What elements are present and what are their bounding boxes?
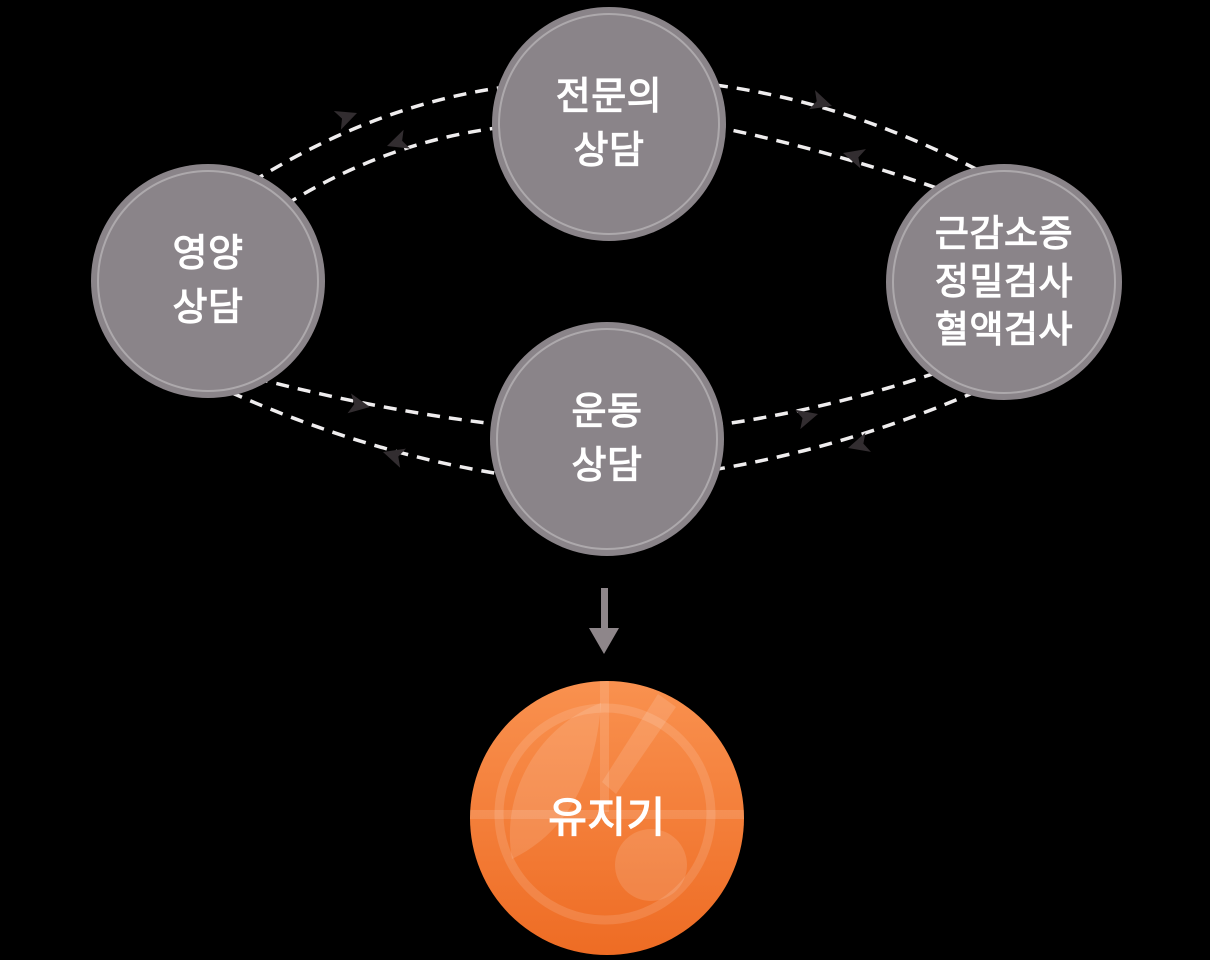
edge-nutrition-to-specialist: [251, 85, 506, 184]
edge-exercise-to-tests: [709, 366, 951, 428]
edge-specialist-to-tests: [714, 83, 979, 172]
edge-nutrition-to-exercise: [254, 376, 513, 428]
edge-tests-to-exercise: [711, 390, 976, 472]
arrowhead-icon: [347, 393, 370, 414]
node-label-line: 영양: [172, 233, 244, 275]
down-arrow-icon: [589, 588, 619, 654]
node-label-line: 전문의: [555, 76, 663, 118]
watermark-leaf: [509, 703, 601, 859]
watermark-diagonal-stroke: [602, 694, 676, 794]
watermark-vertical-line: [600, 681, 609, 812]
arrowhead-icon: [843, 149, 866, 169]
node-exercise-consultation: 운동 상담: [490, 322, 724, 556]
node-label: 운동 상담: [572, 385, 643, 493]
node-label: 유지기: [548, 791, 665, 845]
arrowhead-icon: [383, 448, 407, 468]
node-label-line: 근감소증: [934, 213, 1074, 254]
down-arrow-head: [589, 628, 619, 654]
node-nutrition-consultation: 영양 상담: [91, 164, 325, 398]
node-label: 전문의 상담: [556, 70, 662, 178]
node-specialist-consultation: 전문의 상담: [492, 7, 726, 241]
arrowhead-icon: [387, 129, 411, 149]
edge-exercise-to-nutrition: [229, 390, 501, 476]
arrowhead-icon: [333, 111, 357, 130]
node-label-line: 혈액검사: [934, 309, 1074, 350]
edge-tests-to-specialist: [711, 124, 949, 194]
node-maintenance-phase: 유지기: [470, 681, 744, 955]
node-sarcopenia-tests: 근감소증 정밀검사 혈액검사: [886, 164, 1122, 400]
node-label-line: 정밀검사: [934, 261, 1074, 302]
watermark-dot: [615, 829, 687, 901]
node-label-line: 상담: [172, 287, 244, 329]
down-arrow-shaft: [601, 588, 608, 630]
node-label-line: 상담: [571, 445, 643, 487]
node-label: 근감소증 정밀검사 혈액검사: [935, 210, 1073, 354]
logo-watermark-icon: [470, 681, 744, 925]
arrowhead-icon: [848, 432, 871, 452]
node-label-line: 상담: [573, 130, 645, 172]
arrowhead-icon: [808, 90, 832, 110]
node-label-line: 운동: [571, 391, 643, 433]
watermark-horizontal-line: [470, 810, 744, 819]
edge-specialist-to-nutrition: [284, 125, 506, 207]
watermark-circle: [494, 703, 716, 925]
arrowhead-icon: [795, 409, 818, 430]
node-label-line: 유지기: [548, 794, 666, 841]
node-label: 영양 상담: [173, 227, 244, 335]
